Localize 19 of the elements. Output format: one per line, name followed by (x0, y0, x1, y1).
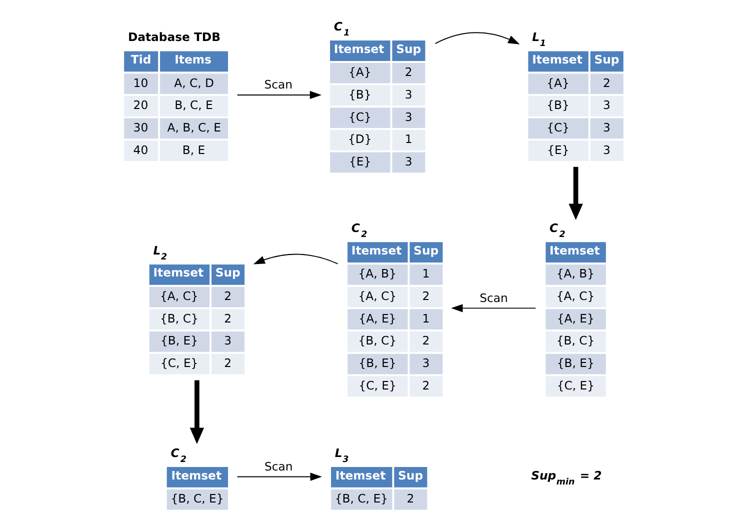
node-label: L$_{1}$ (532, 30, 546, 50)
arrow (236, 90, 322, 100)
arrow (434, 32, 520, 44)
edge-label: Scan (264, 460, 293, 474)
node-label: L$_{3}$ (334, 446, 349, 465)
arrow (451, 304, 536, 312)
arrow (190, 380, 204, 444)
node-label: C$_{2}$ (351, 221, 368, 240)
edge-label: Scan (480, 290, 508, 305)
node-label: C$_{2}$ (170, 446, 187, 465)
node-label: C$_{2}$ (550, 221, 566, 240)
arrow (236, 472, 322, 481)
label: Sup$_{min}$ = 2 (531, 468, 602, 488)
node-label: C$_{1}$ (334, 19, 350, 38)
arrow (253, 254, 338, 264)
arrow (568, 166, 583, 220)
edge-label: Scan (264, 78, 293, 92)
node-label: Database TDB (128, 30, 220, 44)
node-label: L$_{2}$ (153, 243, 168, 262)
